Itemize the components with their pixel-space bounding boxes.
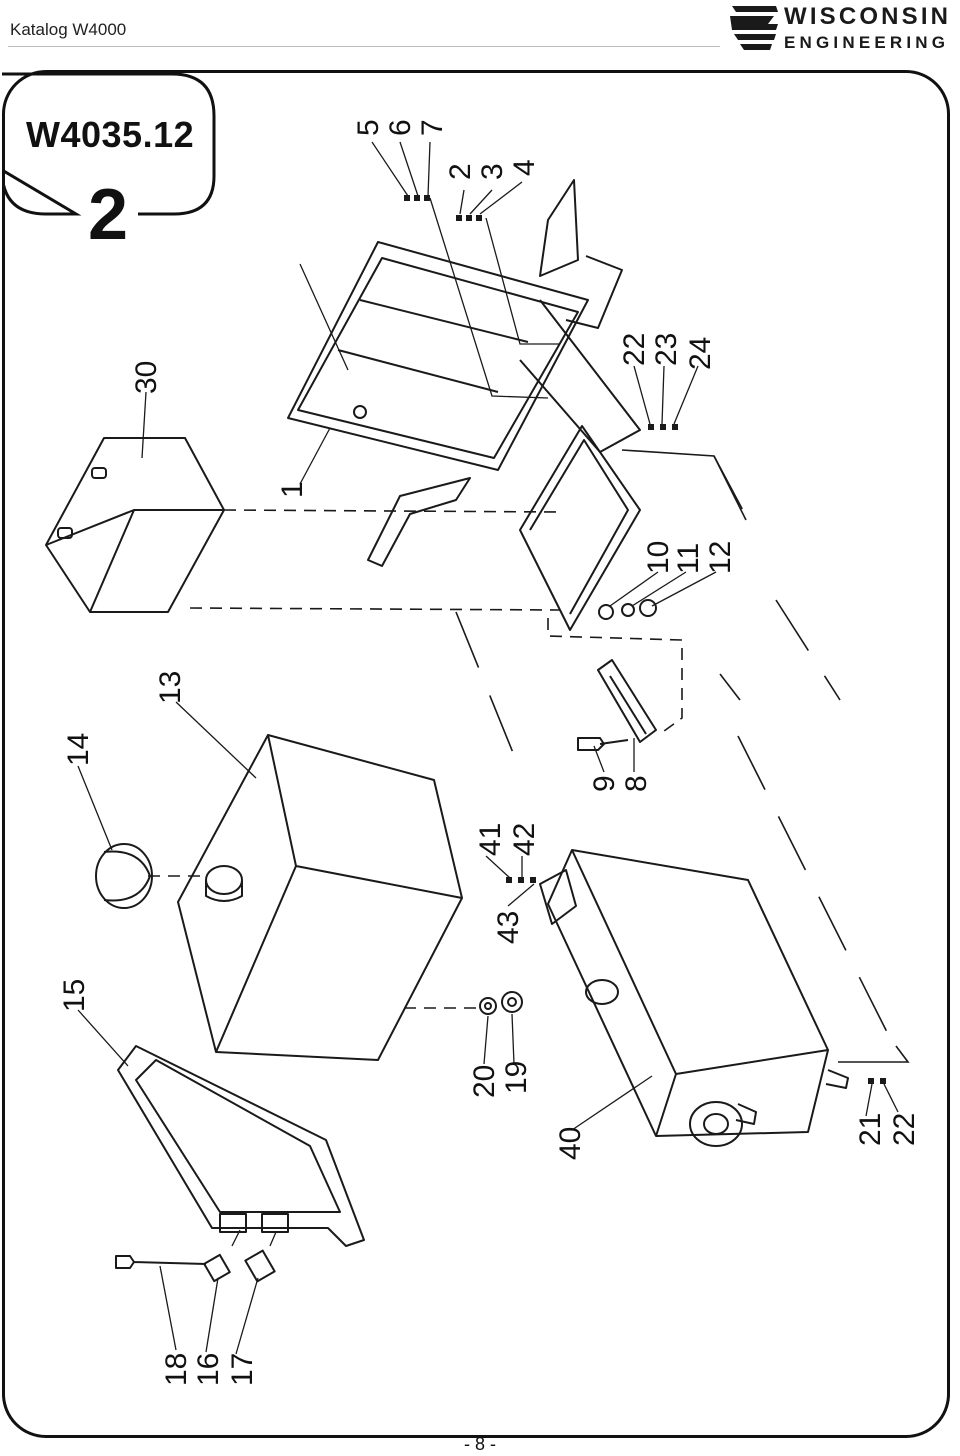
callout-30: 30 — [130, 361, 163, 394]
callout-23: 23 — [650, 333, 683, 366]
callout-9: 9 — [588, 775, 621, 792]
assembly-lines — [148, 509, 683, 1009]
washer-part-20 — [479, 997, 497, 1015]
callout-19: 19 — [500, 1061, 533, 1094]
callout-43: 43 — [492, 911, 525, 944]
guide-line-2 — [838, 1045, 910, 1063]
bracket-part-8 — [597, 659, 657, 743]
bolt-part-9 — [577, 737, 629, 751]
section-code: W4035.12 — [26, 114, 195, 155]
bolt-part-18 — [115, 1255, 207, 1269]
callout-18: 18 — [160, 1353, 193, 1386]
callout-6: 6 — [384, 119, 417, 136]
callout-12: 12 — [704, 541, 737, 574]
frame-part-1 — [287, 179, 641, 631]
callout-7: 7 — [416, 119, 449, 136]
callout-22-top: 22 — [618, 333, 651, 366]
cap-part-14 — [95, 843, 153, 909]
nut-part-16 — [203, 1253, 231, 1283]
section-tab — [2, 72, 216, 216]
callout-5: 5 — [352, 119, 385, 136]
catalog-title: Katalog W4000 — [10, 20, 127, 39]
leader-lines — [77, 141, 899, 1355]
callout-22-bottom: 22 — [888, 1113, 921, 1146]
callout-40: 40 — [554, 1127, 587, 1160]
callout-labels: 5 6 7 2 3 4 30 1 22 23 24 10 11 12 14 13… — [58, 119, 921, 1386]
clip-part-17 — [244, 1249, 276, 1283]
callout-17: 17 — [226, 1353, 259, 1386]
callout-11: 11 — [672, 543, 705, 574]
callout-20: 20 — [468, 1065, 501, 1098]
callout-15: 15 — [58, 979, 91, 1012]
tank-part-40 — [539, 849, 849, 1147]
logo-line2: ENGINEERING — [784, 33, 948, 52]
tank-part-13 — [177, 734, 463, 1061]
callout-24: 24 — [684, 337, 717, 370]
section-number: 2 — [88, 175, 129, 255]
callout-14: 14 — [62, 733, 95, 766]
battery-part-30 — [45, 437, 225, 613]
callout-21: 21 — [854, 1113, 887, 1146]
callout-3: 3 — [476, 163, 509, 180]
logo-emblem-icon — [730, 6, 778, 50]
logo-line1: WISCONSIN — [784, 3, 948, 30]
washers-part-10-12 — [598, 599, 657, 620]
header-divider — [8, 46, 720, 47]
drawing-frame — [2, 70, 950, 1438]
callout-1: 1 — [276, 481, 309, 498]
callout-2: 2 — [444, 163, 477, 180]
callout-10: 10 — [642, 541, 675, 574]
callout-42: 42 — [508, 823, 541, 856]
callout-8: 8 — [620, 775, 653, 792]
fastener-markers — [404, 195, 886, 1084]
guide-line — [621, 449, 747, 521]
callout-4: 4 — [508, 159, 541, 176]
callout-16: 16 — [192, 1353, 225, 1386]
page-number: - 8 - — [463, 1434, 496, 1454]
nut-part-19 — [501, 991, 523, 1013]
callout-13: 13 — [154, 671, 187, 704]
wisconsin-engineering-logo: WISCONSIN ENGINEERING — [730, 3, 948, 52]
callout-41: 41 — [474, 823, 507, 856]
tray-part-15 — [117, 1045, 365, 1247]
